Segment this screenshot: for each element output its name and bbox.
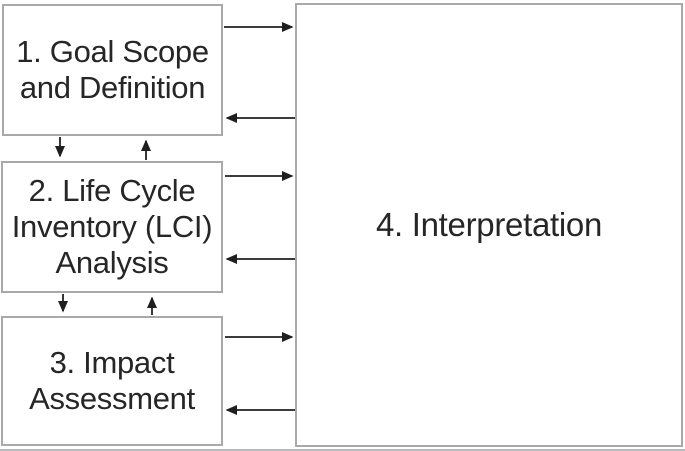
node-label-line: 4. Interpretation: [375, 206, 603, 243]
node-label-line: Assessment: [29, 381, 195, 416]
node-impact-assessment: 3. Impact Assessment: [1, 316, 223, 446]
node-label-line: 2. Life Cycle: [28, 173, 196, 208]
node-label-line: 3. Impact: [49, 345, 175, 380]
figure-bottom-rule: [0, 449, 685, 451]
node-label-line: 1. Goal Scope: [16, 34, 209, 69]
node-label-line: Inventory (LCI): [11, 209, 213, 244]
node-label-line: Analysis: [55, 245, 169, 280]
node-interpretation: 4. Interpretation: [295, 3, 683, 447]
node-goal-scope-definition: 1. Goal Scope and Definition: [2, 4, 223, 136]
node-label-line: and Definition: [19, 70, 206, 105]
node-lci-analysis: 2. Life Cycle Inventory (LCI) Analysis: [1, 161, 223, 293]
